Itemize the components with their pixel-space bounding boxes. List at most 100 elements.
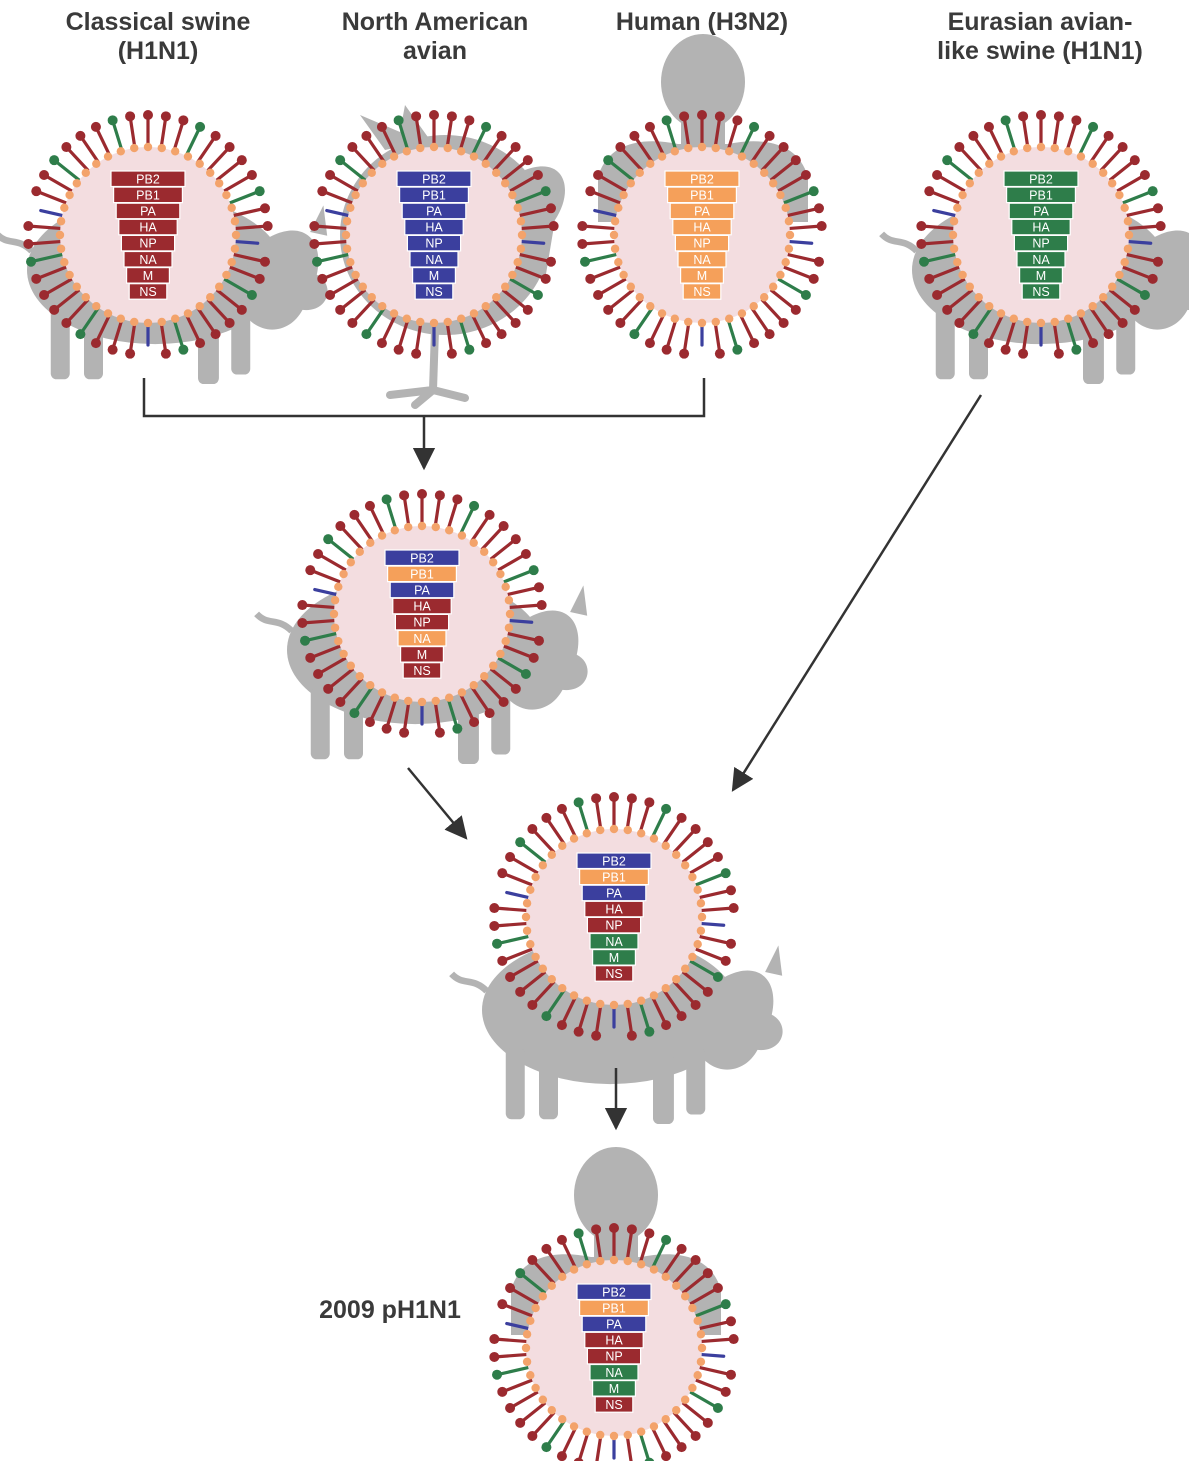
spike-tip <box>505 1403 515 1413</box>
spike-tip <box>703 1268 713 1278</box>
spike-tip <box>195 122 205 132</box>
envelope-lipid <box>725 314 733 322</box>
envelope-lipid <box>624 1257 632 1265</box>
spike-tip <box>537 600 547 610</box>
gene-segment-label: HA <box>139 221 157 235</box>
envelope-lipid <box>206 293 214 301</box>
spike-tip <box>954 142 964 152</box>
envelope-lipid <box>966 283 974 291</box>
spike-tip <box>809 274 819 284</box>
envelope-lipid <box>1051 144 1059 152</box>
envelope-lipid <box>339 570 347 578</box>
spike-tip <box>627 1224 637 1234</box>
envelope-lipid <box>523 899 531 907</box>
envelope-lipid <box>658 152 666 160</box>
spike-tip <box>932 170 942 180</box>
spike-tip <box>435 490 445 500</box>
spike-tip <box>679 111 689 121</box>
diagonal-arrow <box>733 395 981 790</box>
envelope-lipid <box>1108 283 1116 291</box>
spike-tip <box>523 155 533 165</box>
label-2009-ph1n1: 2009 pH1N1 <box>300 1296 480 1325</box>
envelope-lipid <box>330 610 338 618</box>
spike-tip <box>1130 155 1140 165</box>
envelope-lipid <box>671 147 679 155</box>
envelope-lipid <box>637 829 645 837</box>
envelope-lipid <box>231 245 239 253</box>
envelope-lipid <box>331 596 339 604</box>
envelope-lipid <box>232 231 240 239</box>
envelope-lipid <box>760 169 768 177</box>
spike-tip <box>178 345 188 355</box>
spike-tip <box>721 956 731 966</box>
spike-tip <box>814 257 824 267</box>
spike-tip <box>644 1228 654 1238</box>
envelope-lipid <box>548 851 556 859</box>
spike-tip <box>377 122 387 132</box>
envelope-lipid <box>1064 314 1072 322</box>
spike-tip <box>533 170 543 180</box>
envelope-lipid <box>60 258 68 266</box>
spike-tip <box>108 115 118 125</box>
envelope-lipid <box>404 697 412 705</box>
envelope-lipid <box>681 1396 689 1404</box>
envelope-lipid <box>489 662 497 670</box>
gene-segment-label: PB1 <box>690 188 714 202</box>
spike-tip <box>968 131 978 141</box>
envelope-lipid <box>950 245 958 253</box>
spike-tip <box>1018 111 1028 121</box>
spike-tip <box>924 274 934 284</box>
spike-tip <box>317 274 327 284</box>
envelope-lipid <box>144 319 152 327</box>
spike-tip <box>1156 221 1166 231</box>
envelope-lipid <box>206 169 214 177</box>
envelope-lipid <box>750 160 758 168</box>
spike-tip <box>382 494 392 504</box>
spike-tip <box>713 1403 723 1413</box>
spike-tip <box>932 290 942 300</box>
spike-tip <box>361 329 371 339</box>
spike-tip <box>527 1000 537 1010</box>
envelope-lipid <box>1120 258 1128 266</box>
spike-tip <box>577 221 587 231</box>
gene-segment-label: HA <box>605 903 623 917</box>
envelope-lipid <box>539 965 547 973</box>
envelope-lipid <box>697 899 705 907</box>
spike-tip <box>497 1387 507 1397</box>
gene-segment-label: PB2 <box>690 172 714 186</box>
envelope-lipid <box>65 271 73 279</box>
envelope-lipid <box>693 886 701 894</box>
spike-tip <box>557 1451 567 1461</box>
spike-tip <box>452 724 462 734</box>
spike-tip <box>574 1027 584 1037</box>
spike-tip <box>211 131 221 141</box>
envelope-lipid <box>458 531 466 539</box>
spike-tip <box>347 318 357 328</box>
envelope-lipid <box>681 1292 689 1300</box>
spike-tip <box>580 257 590 267</box>
envelope-lipid <box>1089 160 1097 168</box>
envelope-lipid <box>470 309 478 317</box>
envelope-lipid <box>404 523 412 531</box>
spike-tip <box>801 170 811 180</box>
spike-tip <box>515 987 525 997</box>
gene-segment-label: PB2 <box>422 172 446 186</box>
gene-segment-label: NS <box>425 285 442 299</box>
spike-tip <box>61 142 71 152</box>
protein-spike <box>507 893 528 898</box>
spike-tip <box>661 1235 671 1245</box>
spike-tip <box>335 305 345 315</box>
envelope-lipid <box>781 258 789 266</box>
envelope-lipid <box>785 245 793 253</box>
spike-tip <box>505 972 515 982</box>
envelope-lipid <box>596 1257 604 1265</box>
envelope-lipid <box>672 1282 680 1290</box>
spike-tip <box>715 349 725 359</box>
envelope-lipid <box>430 319 438 327</box>
spike-tip <box>481 122 491 132</box>
spike-tip <box>515 1418 525 1428</box>
spike-tip <box>809 186 819 196</box>
spike-tip <box>1104 329 1114 339</box>
envelope-lipid <box>558 984 566 992</box>
spike-tip <box>1036 110 1046 120</box>
